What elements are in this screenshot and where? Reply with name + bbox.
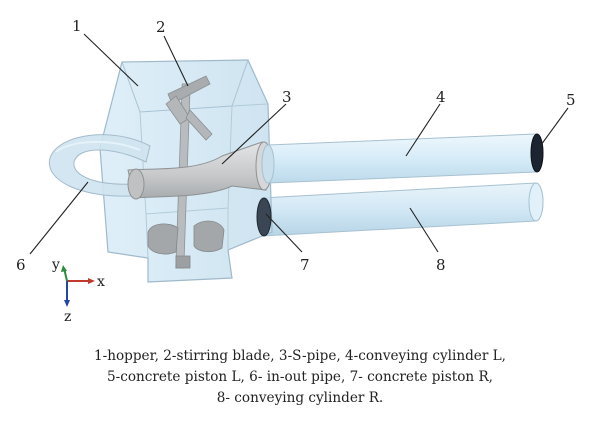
- callout-7: 7: [300, 256, 310, 274]
- figure-caption: 1-hopper, 2-stirring blade, 3-S-pipe, 4-…: [10, 346, 590, 409]
- concrete-piston-right: [256, 197, 272, 237]
- caption-line-1: 1-hopper, 2-stirring blade, 3-S-pipe, 4-…: [93, 348, 507, 364]
- conveying-cylinder-left: [261, 133, 544, 184]
- callout-8: 8: [436, 256, 446, 274]
- axis-x-label: x: [97, 274, 105, 290]
- concrete-piston-left: [530, 133, 544, 173]
- coordinate-axes: x y z: [51, 257, 105, 325]
- caption-line-3: 8- conveying cylinder R.: [216, 390, 384, 406]
- callout-5: 5: [566, 91, 576, 109]
- callout-4: 4: [436, 88, 446, 106]
- axis-z-label: z: [64, 309, 71, 325]
- callout-3: 3: [282, 88, 292, 106]
- callout-2: 2: [156, 18, 166, 36]
- leader-lines: [29, 33, 569, 255]
- caption-line-2: 5-concrete piston L, 6- in-out pipe, 7- …: [106, 369, 494, 385]
- conveying-cylinder-right: [261, 182, 544, 237]
- callout-1: 1: [72, 17, 82, 35]
- callout-6: 6: [16, 256, 26, 274]
- axis-y-label: y: [51, 257, 60, 273]
